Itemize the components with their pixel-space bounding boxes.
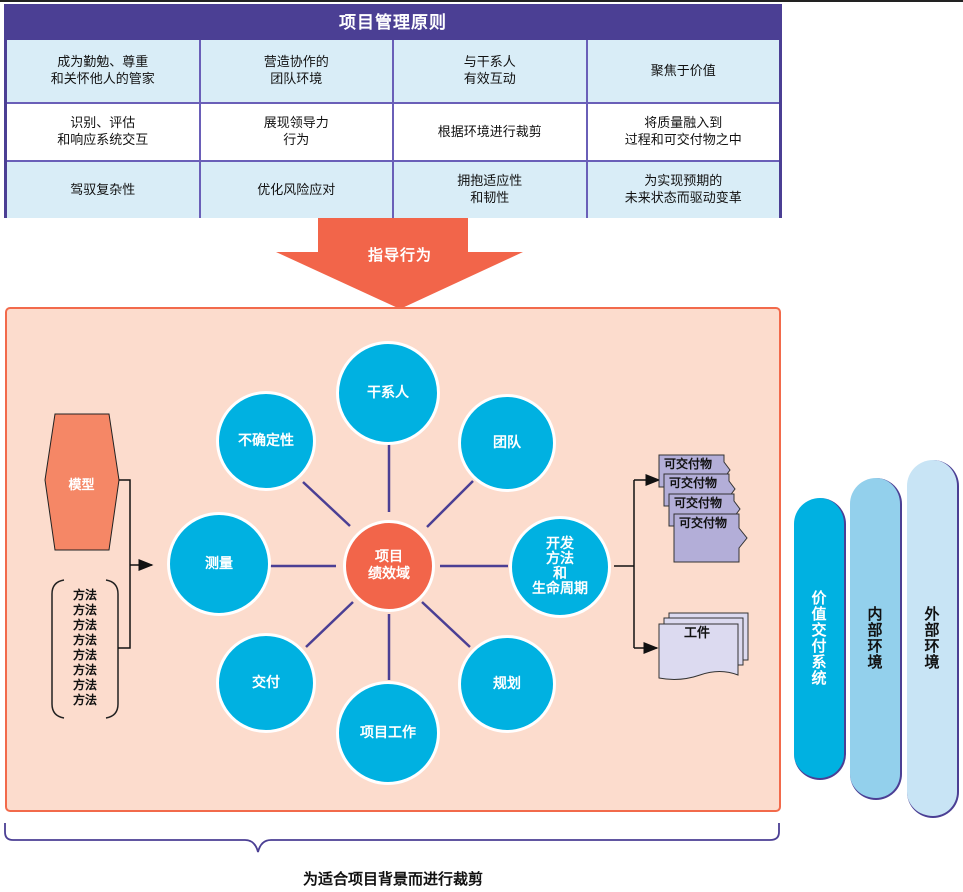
domain-circle-uncertainty: 不确定性 bbox=[216, 391, 316, 491]
method-item: 方法 bbox=[72, 618, 97, 632]
principle-cell: 营造协作的 团队环境 bbox=[200, 40, 392, 102]
pill-label: 内部环境 bbox=[865, 606, 884, 670]
domain-circle-delivery: 交付 bbox=[216, 633, 316, 733]
pill-internal-environment: 内部环境 bbox=[850, 478, 902, 800]
domain-circle-team: 团队 bbox=[458, 394, 556, 492]
method-item: 方法 bbox=[72, 648, 97, 662]
principle-cell: 将质量融入到 过程和可交付物之中 bbox=[587, 104, 779, 160]
output-connector bbox=[614, 474, 661, 654]
principle-cell: 识别、评估 和响应系统交互 bbox=[7, 104, 199, 160]
down-arrow-icon bbox=[276, 218, 523, 309]
domain-circle-measurement: 测量 bbox=[167, 512, 271, 616]
methods-group: 方法 方法 方法 方法 方法 方法 方法 方法 bbox=[52, 578, 118, 718]
principles-grid: 成为勤勉、尊重 和关怀他人的管家 营造协作的 团队环境 与干系人 有效互动 聚焦… bbox=[7, 40, 779, 218]
principles-title: 项目管理原则 bbox=[339, 13, 447, 33]
artifact-label: 工件 bbox=[683, 626, 710, 641]
method-item: 方法 bbox=[72, 663, 97, 677]
deliverable-label: 可交付物 bbox=[669, 476, 718, 490]
method-item: 方法 bbox=[72, 678, 97, 692]
principle-cell: 优化风险应对 bbox=[200, 162, 392, 218]
domain-circle-project-work: 项目工作 bbox=[336, 681, 440, 785]
model-hexagon bbox=[44, 413, 120, 551]
principle-cell: 为实现预期的 未来状态而驱动变革 bbox=[587, 162, 779, 218]
input-connector bbox=[118, 479, 154, 649]
spoke-line bbox=[426, 480, 474, 528]
method-item: 方法 bbox=[72, 693, 97, 707]
pill-label: 外部环境 bbox=[922, 606, 941, 670]
principle-cell: 展现领导力 行为 bbox=[200, 104, 392, 160]
spoke-line bbox=[305, 601, 354, 648]
domain-circle-development-approach: 开发 方法 和 生命周期 bbox=[509, 516, 611, 618]
pill-label: 价值交付系统 bbox=[809, 590, 828, 686]
deliverable-label: 可交付物 bbox=[674, 496, 723, 510]
deliverable-label: 可交付物 bbox=[679, 516, 728, 530]
tailoring-caption: 为适合项目背景而进行裁剪 bbox=[302, 870, 483, 888]
method-item: 方法 bbox=[72, 603, 97, 617]
domain-circle-stakeholders: 干系人 bbox=[336, 341, 440, 445]
center-domain-circle: 项目 绩效域 bbox=[343, 520, 435, 612]
model-shape: 模型 bbox=[44, 414, 119, 550]
deliverable-label: 可交付物 bbox=[664, 457, 713, 471]
principle-cell: 拥抱适应性 和韧性 bbox=[394, 162, 586, 218]
spoke-line bbox=[421, 601, 471, 648]
guide-arrow-label: 指导行为 bbox=[367, 246, 432, 264]
principle-cell: 成为勤勉、尊重 和关怀他人的管家 bbox=[7, 40, 199, 102]
spoke-lines bbox=[268, 441, 508, 680]
pill-external-environment: 外部环境 bbox=[907, 460, 959, 818]
methods-left-bracket bbox=[51, 579, 65, 719]
methods-right-bracket bbox=[105, 579, 119, 719]
artifact-stack bbox=[658, 612, 749, 680]
pill-value-delivery-system: 价值交付系统 bbox=[794, 498, 846, 780]
method-item: 方法 bbox=[72, 633, 97, 647]
domain-circle-planning: 规划 bbox=[458, 635, 556, 733]
principle-cell: 根据环境进行裁剪 bbox=[394, 104, 586, 160]
spoke-line bbox=[302, 481, 351, 527]
guide-behavior-arrow: 指导行为 bbox=[270, 218, 530, 310]
principle-cell: 聚焦于价值 bbox=[587, 40, 779, 102]
deliverables-stack bbox=[658, 454, 748, 563]
methods-list: 方法 方法 方法 方法 方法 方法 方法 方法 bbox=[52, 588, 118, 708]
principle-cell: 与干系人 有效互动 bbox=[394, 40, 586, 102]
principles-table: 项目管理原则 成为勤勉、尊重 和关怀他人的管家 营造协作的 团队环境 与干系人 … bbox=[4, 4, 782, 218]
top-border bbox=[0, 0, 963, 2]
method-item: 方法 bbox=[72, 588, 97, 602]
tailoring-brace bbox=[4, 823, 780, 853]
model-label: 模型 bbox=[68, 478, 95, 493]
principle-cell: 驾驭复杂性 bbox=[7, 162, 199, 218]
